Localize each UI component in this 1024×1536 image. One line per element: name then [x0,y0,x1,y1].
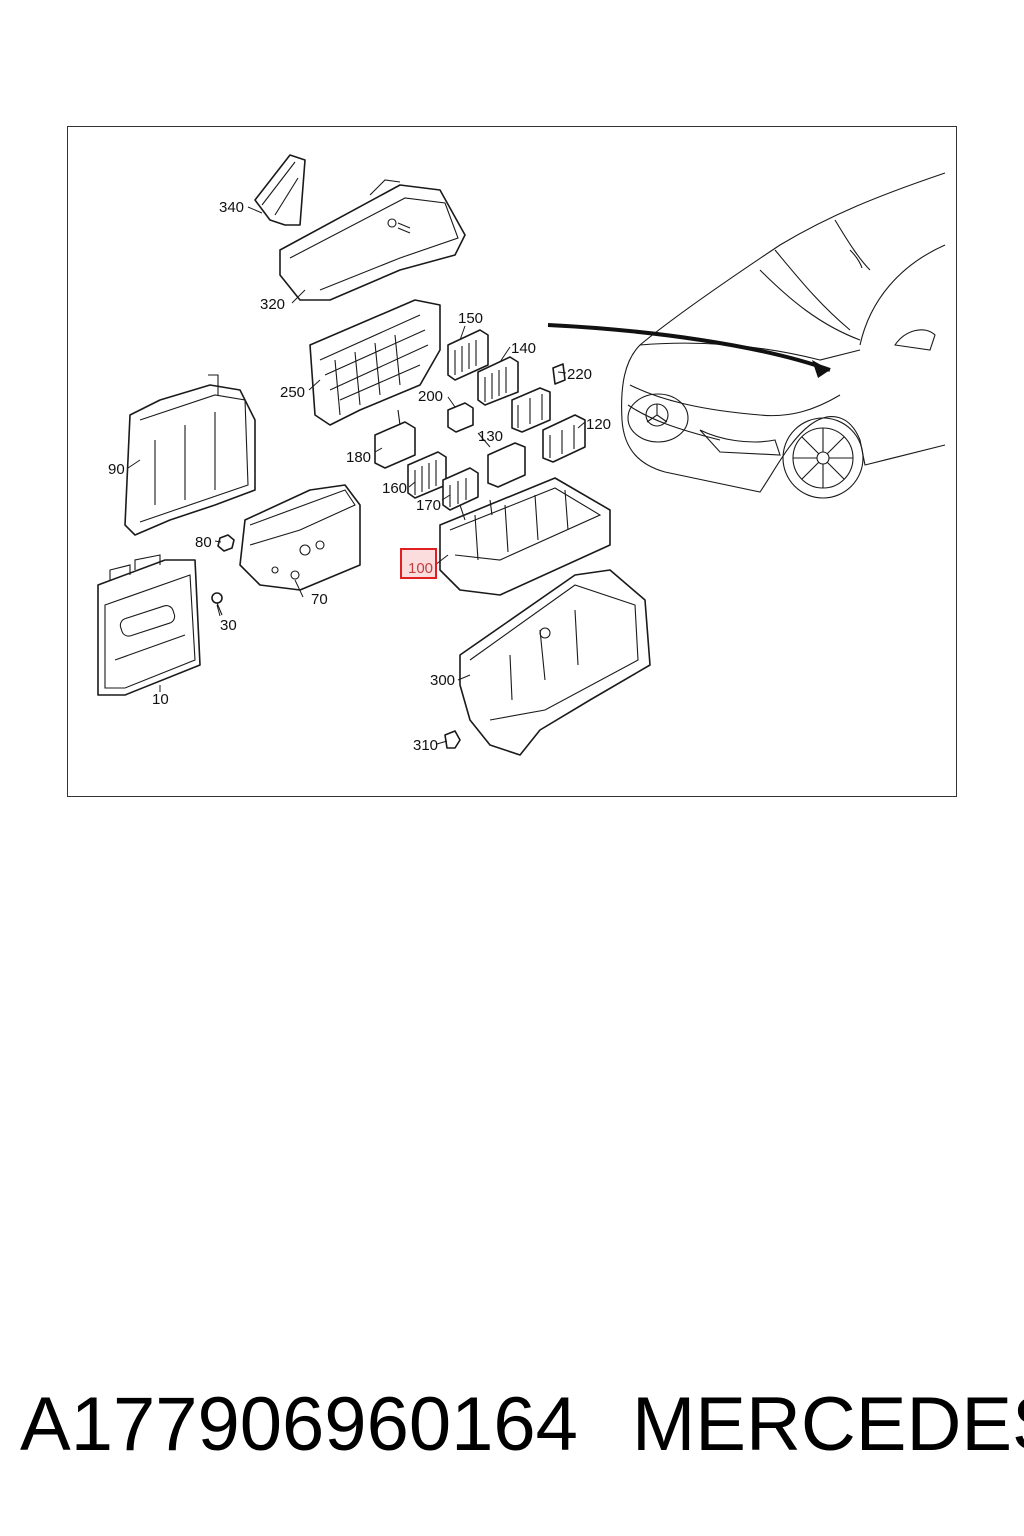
brand-name: MERCEDES [632,1382,1024,1467]
callout-150: 150 [458,310,483,327]
part-320 [279,179,466,301]
part-310 [444,730,461,749]
callout-140: 140 [511,340,536,357]
callout-10: 10 [152,691,169,708]
callout-90: 90 [108,461,125,478]
part-160 [407,451,447,499]
part-250 [309,299,441,426]
callout-200: 200 [418,388,443,405]
caption: A177906960164 MERCEDES [0,1375,1024,1475]
callout-170: 170 [416,497,441,514]
part-30 [211,592,223,616]
leader-lines [127,206,586,745]
part-180 [374,409,416,469]
callout-340: 340 [219,199,244,216]
car-illustration [547,172,946,499]
part-90 [124,374,256,536]
callout-100: 100 [408,560,433,577]
callout-30: 30 [220,617,237,634]
part-200 [447,402,474,433]
callout-80: 80 [195,534,212,551]
callout-160: 160 [382,480,407,497]
callout-130: 130 [478,428,503,445]
highlight-box [400,548,437,579]
part-340 [254,154,306,226]
part-130 [487,387,551,488]
callout-320: 320 [260,296,285,313]
callout-120: 120 [586,416,611,433]
part-220 [552,363,566,385]
part-100 [439,477,611,596]
callout-310: 310 [413,737,438,754]
part-120 [542,414,586,463]
part-150 [447,329,489,381]
part-10 [97,554,201,696]
part-300 [459,569,651,756]
part-70 [239,484,361,591]
part-80 [217,534,235,552]
callout-300: 300 [430,672,455,689]
callout-220: 220 [567,366,592,383]
highlighted-callout: 100 [400,548,437,579]
callout-250: 250 [280,384,305,401]
part-number: A177906960164 [20,1382,578,1467]
part-140 [477,356,519,406]
callout-70: 70 [311,591,328,608]
part-170 [442,467,479,511]
callout-180: 180 [346,449,371,466]
